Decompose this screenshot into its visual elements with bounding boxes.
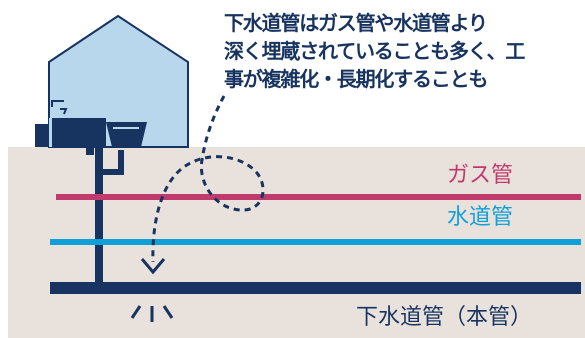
toilet-icon: [106, 122, 147, 147]
gas-pipe-label: ガス管: [447, 163, 514, 188]
water-pipe: [50, 239, 581, 245]
annotation-line-2: 深く埋蔵されていることも多く、工: [224, 39, 525, 63]
gas-pipe: [56, 194, 581, 200]
leak-marks-icon: [130, 305, 174, 322]
sewer-pipe-label: 下水道管（本管）: [356, 305, 533, 330]
water-pipe-label: 水道管: [447, 205, 514, 230]
sink-icon: [35, 118, 106, 147]
arrow-head-icon: [140, 258, 166, 275]
faucet-icon: [51, 100, 68, 115]
annotation-line-1: 下水道管はガス管や水道管より: [224, 11, 488, 35]
annotation-line-3: 事が複雑化・長期化することも: [224, 67, 488, 91]
house-drain-pipe: [86, 147, 124, 283]
sewer-main-pipe: [50, 282, 581, 294]
